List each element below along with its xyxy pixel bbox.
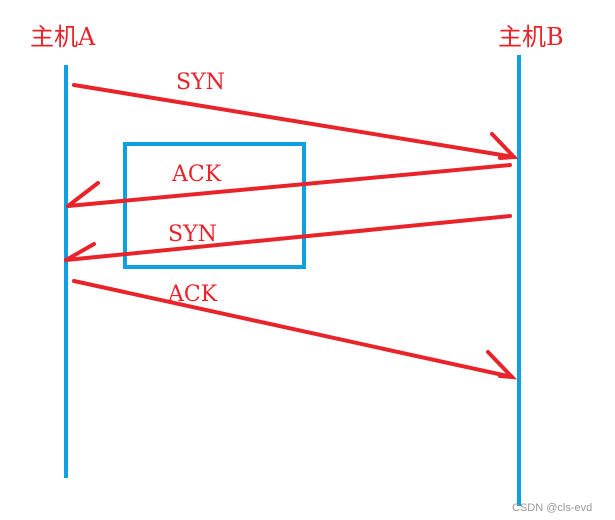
host-b-label: 主机B	[498, 23, 564, 51]
message-label-ack-1: ACK	[171, 162, 222, 187]
message-label-syn-1: SYN	[176, 70, 225, 95]
syn-arrow-b-to-a	[64, 214, 512, 262]
ack-arrow-a-to-b	[72, 279, 518, 380]
message-label-ack-2: ACK	[167, 282, 218, 307]
ack-arrow-b-to-a	[66, 163, 512, 208]
message-label-syn-2: SYN	[168, 222, 217, 247]
syn-arrow-a-to-b	[72, 83, 519, 160]
watermark: CSDN @cls-evd	[512, 502, 592, 514]
host-a-label: 主机A	[30, 23, 96, 51]
highlight-box	[123, 142, 306, 269]
